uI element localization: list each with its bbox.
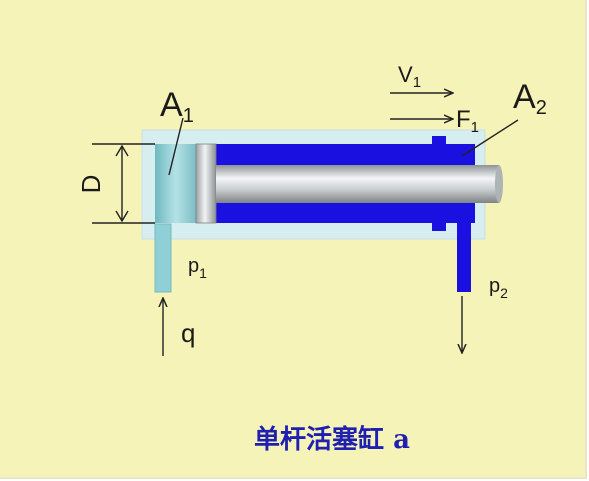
inlet-pipe-p1 bbox=[154, 223, 172, 293]
leader-a2 bbox=[461, 119, 519, 157]
leader-a1 bbox=[168, 117, 184, 176]
dimension-arrow-up bbox=[115, 144, 129, 157]
outlet-pipe-p2 bbox=[457, 222, 471, 292]
label-d: D bbox=[76, 175, 106, 194]
label-a1: A1 bbox=[160, 86, 194, 127]
label-v1: V1 bbox=[398, 62, 421, 91]
label-q: q bbox=[181, 318, 195, 348]
rod-end bbox=[495, 165, 503, 203]
piston-rod bbox=[216, 165, 499, 203]
label-p2: p2 bbox=[489, 275, 508, 301]
piston bbox=[195, 143, 217, 224]
upper-port-recess bbox=[432, 136, 446, 146]
label-p1: p1 bbox=[188, 255, 207, 281]
label-a2: A2 bbox=[513, 78, 547, 119]
cap-side-chamber bbox=[155, 144, 197, 223]
lower-port-recess bbox=[432, 221, 446, 231]
dimension-arrow-down bbox=[115, 210, 129, 223]
caption: 单杆活塞缸 a bbox=[254, 424, 410, 455]
label-f1: F1 bbox=[456, 106, 479, 136]
